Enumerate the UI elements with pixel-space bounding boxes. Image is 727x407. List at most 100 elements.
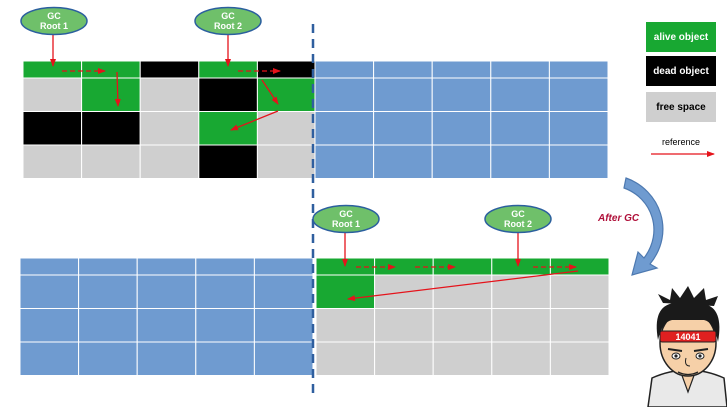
legend-dead-object: dead object [646, 56, 716, 86]
heap-cell-unused [548, 144, 609, 179]
heap-cell-unused [195, 341, 255, 376]
heap-cell-free [374, 341, 434, 376]
references-after-gc [342, 233, 579, 302]
heap-cell-unused [136, 308, 197, 343]
heap-cell-unused [431, 60, 492, 79]
heap-cell-free [315, 341, 376, 376]
heap-cell-free [22, 77, 83, 112]
heap-cell-free [81, 144, 141, 179]
reference-arrow [261, 79, 279, 105]
gc-root-2-before: GC Root 2 [194, 6, 262, 36]
heap-cell-free [139, 111, 200, 146]
heap-cell-free [432, 308, 493, 343]
references-before-gc [50, 33, 281, 131]
heap-cell-free [139, 77, 200, 112]
heap-cell-dead [198, 144, 258, 179]
legend-alive-object: alive object [646, 22, 716, 52]
heap-cell-unused [78, 341, 138, 376]
gc-root-1-before: GC Root 1 [20, 6, 88, 36]
heap-cell-alive [315, 274, 376, 309]
heap-cell-free [549, 308, 610, 343]
unused-half-after-gc [19, 257, 314, 376]
heap-cell-alive [198, 111, 258, 146]
heap-after-gc [315, 257, 610, 376]
heap-cell-unused [548, 60, 609, 79]
heap-cell-unused [253, 341, 314, 376]
heap-cell-free [491, 308, 551, 343]
heap-cell-unused [195, 257, 255, 276]
heap-cell-unused [78, 308, 138, 343]
heap-cell-free [256, 111, 317, 146]
svg-text:GC: GC [339, 209, 353, 219]
heap-cell-unused [195, 274, 255, 309]
heap-cell-unused [314, 77, 375, 112]
heap-cell-free [491, 274, 551, 309]
heap-cell-dead [22, 111, 83, 146]
heap-cell-unused [490, 144, 550, 179]
heap-cell-alive [22, 60, 83, 79]
heap-cell-free [139, 144, 200, 179]
heap-cell-unused [195, 308, 255, 343]
heap-cell-free [315, 308, 376, 343]
heap-cell-unused [19, 341, 80, 376]
heap-cell-unused [314, 144, 375, 179]
heap-cell-unused [78, 257, 138, 276]
heap-before-gc [22, 60, 317, 179]
after-gc-label: After GC [598, 213, 640, 224]
legend-alive-label: alive object [653, 31, 709, 43]
svg-text:Root 2: Root 2 [214, 21, 242, 31]
heap-cell-alive [81, 77, 141, 112]
heap-cell-alive [81, 60, 141, 79]
heap-cell-unused [19, 308, 80, 343]
svg-text:GC: GC [221, 11, 235, 21]
svg-text:Root 1: Root 1 [40, 21, 68, 31]
legend-free-space: free space [646, 92, 716, 122]
heap-cell-unused [253, 274, 314, 309]
heap-cell-dead [81, 111, 141, 146]
heap-cell-free [432, 274, 493, 309]
heap-cell-unused [373, 60, 433, 79]
heap-cell-unused [490, 111, 550, 146]
heap-cell-unused [19, 257, 80, 276]
gc-root-2-after: GC Root 2 [484, 204, 552, 234]
heap-cell-unused [78, 274, 138, 309]
heap-cell-free [549, 341, 610, 376]
heap-cell-unused [490, 60, 550, 79]
heap-cell-unused [373, 111, 433, 146]
heap-cell-unused [314, 111, 375, 146]
reference-arrow [230, 110, 279, 131]
heap-cell-unused [431, 111, 492, 146]
svg-text:Root 1: Root 1 [332, 219, 360, 229]
heap-cell-unused [19, 274, 80, 309]
heap-cell-unused [136, 341, 197, 376]
legend-free-label: free space [656, 101, 706, 113]
legend-dead-label: dead object [653, 65, 709, 77]
heap-cell-unused [548, 77, 609, 112]
heap-cell-unused [431, 144, 492, 179]
svg-text:Root 2: Root 2 [504, 219, 532, 229]
heap-cell-alive [256, 77, 317, 112]
reference-arrow [347, 270, 579, 302]
heap-cell-free [22, 144, 83, 179]
heap-cell-free [549, 274, 610, 309]
heap-cell-unused [136, 274, 197, 309]
heap-cell-unused [253, 308, 314, 343]
svg-text:GC: GC [511, 209, 525, 219]
heap-cell-unused [490, 77, 550, 112]
heap-cell-unused [314, 60, 375, 79]
heap-cell-free [491, 341, 551, 376]
avatar-headband-text: 14041 [675, 332, 700, 342]
legend-reference-label: reference [662, 137, 701, 147]
heap-cell-free [256, 144, 317, 179]
heap-cell-dead [198, 77, 258, 112]
heap-cell-unused [373, 77, 433, 112]
gc-root-1-after: GC Root 1 [312, 204, 380, 234]
avatar: 14041 [647, 286, 727, 407]
heap-cell-free [432, 341, 493, 376]
heap-cell-unused [431, 77, 492, 112]
heap-cell-unused [253, 257, 314, 276]
heap-cell-unused [136, 257, 197, 276]
heap-cell-dead [256, 60, 317, 79]
svg-text:GC: GC [47, 11, 61, 21]
